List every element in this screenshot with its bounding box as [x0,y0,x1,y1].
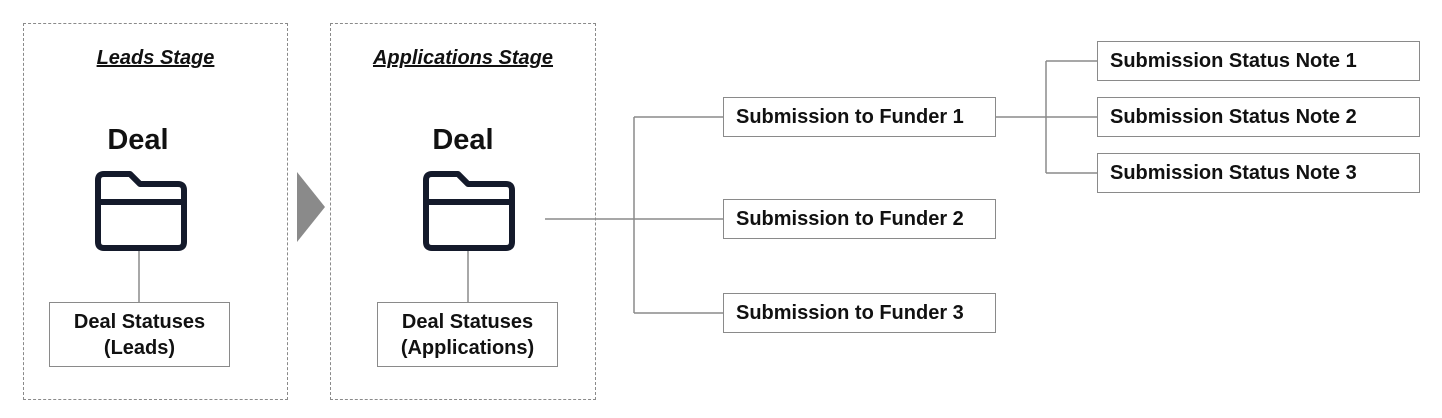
applications-deal-status-box: Deal Statuses (Applications) [377,302,558,367]
submission-box-3: Submission to Funder 3 [723,293,996,333]
applications-deal-label: Deal [432,124,494,156]
leads-stage-title: Leads Stage [96,47,215,69]
applications-stage-title: Applications Stage [372,47,554,69]
status-note-box-1: Submission Status Note 1 [1097,41,1420,81]
leads-stage: Leads Stage Deal [23,23,288,400]
submission-box-1: Submission to Funder 1 [723,97,996,137]
stage-arrow [297,172,325,242]
folder-icon [423,171,515,251]
status-note-box-3: Submission Status Note 3 [1097,153,1420,193]
applications-stage: Applications Stage Deal [330,23,596,400]
status-note-box-2: Submission Status Note 2 [1097,97,1420,137]
leads-deal-label: Deal [107,124,169,156]
leads-deal-status-box: Deal Statuses (Leads) [49,302,230,367]
submission-box-2: Submission to Funder 2 [723,199,996,239]
folder-icon [95,171,187,251]
